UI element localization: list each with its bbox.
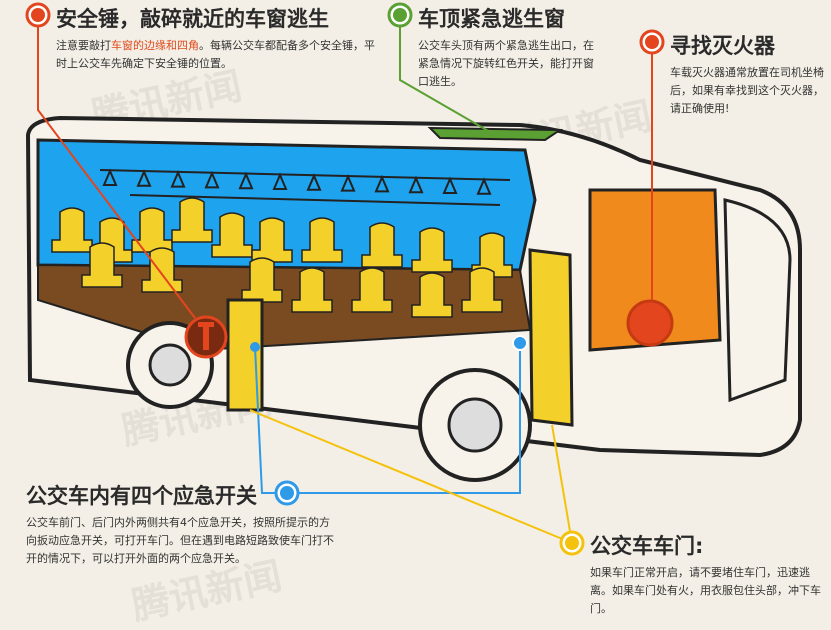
- windshield: [723, 198, 792, 403]
- seat: [171, 197, 213, 243]
- callout-title: 安全锤，敲碎就近的车窗逃生: [56, 7, 329, 31]
- dot-yellow: [559, 530, 585, 556]
- callout-title: 寻找灭火器: [670, 34, 775, 58]
- callout-desc: 公交车前门、后门内外两侧共有4个应急开关，按照所提示的方向扳动应急开关，可打开车…: [26, 516, 334, 565]
- seat: [411, 272, 453, 318]
- callout-desc: 如果车门正常开启，请不要堵住车门，迅速逃离。如果车门处有火，用衣服包住头部，冲下…: [590, 566, 821, 615]
- connector-line-hammer: [37, 22, 196, 319]
- callout-desc: 车载灭火器通常放置在司机坐椅后，如果有幸找到这个灭火器，请正确使用!: [670, 66, 824, 115]
- handle: [272, 172, 288, 190]
- callout-hammer: 安全锤，敲碎就近的车窗逃生 注意要敲打车窗的边缘和四角。每辆公交车都配备多个安全…: [56, 3, 376, 73]
- seat: [251, 217, 293, 263]
- handle: [170, 170, 186, 188]
- callout-desc: 注意要敲打车窗的边缘和四角。每辆公交车都配备多个安全锤，平时上公交车先确定下安全…: [56, 39, 375, 70]
- seat: [361, 222, 403, 268]
- seat: [351, 267, 393, 313]
- connector-line-door: [249, 409, 573, 544]
- connector-line-switch: [292, 343, 521, 494]
- callout-title: 公交车内有四个应急开关: [26, 484, 257, 508]
- callout-desc: 公交车头顶有两个紧急逃生出口，在紧急情况下旋转红色开关，能打开窗口逃生。: [418, 39, 594, 88]
- dot-green: [387, 2, 413, 28]
- handle: [102, 168, 118, 186]
- wheel: [418, 368, 532, 482]
- handle: [408, 175, 424, 194]
- seats: [51, 197, 513, 318]
- seat: [411, 227, 453, 273]
- seat: [81, 242, 123, 288]
- handle: [238, 171, 254, 190]
- handle: [204, 170, 220, 189]
- connector-line-door: [551, 424, 573, 544]
- seat: [51, 207, 93, 253]
- bus-diagram: [25, 2, 802, 556]
- dot-blue: [274, 480, 300, 506]
- callout-emergency-switch: 公交车内有四个应急开关 公交车前门、后门内外两侧共有4个应急开关，按照所提示的方…: [26, 480, 336, 568]
- handle: [136, 169, 152, 187]
- handle: [306, 173, 322, 191]
- callout-roof-hatch: 车顶紧急逃生窗 公交车头顶有两个紧急逃生出口，在紧急情况下旋转红色开关，能打开窗…: [418, 3, 598, 91]
- callout-title: 车顶紧急逃生窗: [418, 7, 565, 31]
- handle: [476, 177, 492, 195]
- seat: [471, 232, 513, 278]
- handle: [340, 174, 356, 192]
- front-door: [528, 248, 574, 427]
- handle: [442, 176, 458, 194]
- seat: [291, 267, 333, 313]
- roof-hatch: [427, 126, 564, 142]
- handrail: [99, 169, 511, 206]
- callout-extinguisher: 寻找灭火器 车载灭火器通常放置在司机坐椅后，如果有幸找到这个灭火器，请正确使用!: [670, 30, 828, 118]
- connector-line-roof: [399, 22, 491, 133]
- handle: [374, 174, 390, 193]
- seat: [461, 267, 503, 313]
- seat: [211, 212, 253, 258]
- callout-door: 公交车车门: 如果车门正常开启，请不要堵住车门，迅速逃离。如果车门处有火，用衣服…: [590, 530, 822, 618]
- seat: [301, 217, 343, 263]
- fire-extinguisher-icon: [626, 299, 674, 347]
- handles: [102, 168, 492, 195]
- callout-title: 公交车车门:: [590, 534, 704, 558]
- seat: [241, 257, 283, 303]
- dot-red: [25, 2, 51, 28]
- driver-area: [588, 188, 722, 352]
- dot-red: [639, 29, 665, 55]
